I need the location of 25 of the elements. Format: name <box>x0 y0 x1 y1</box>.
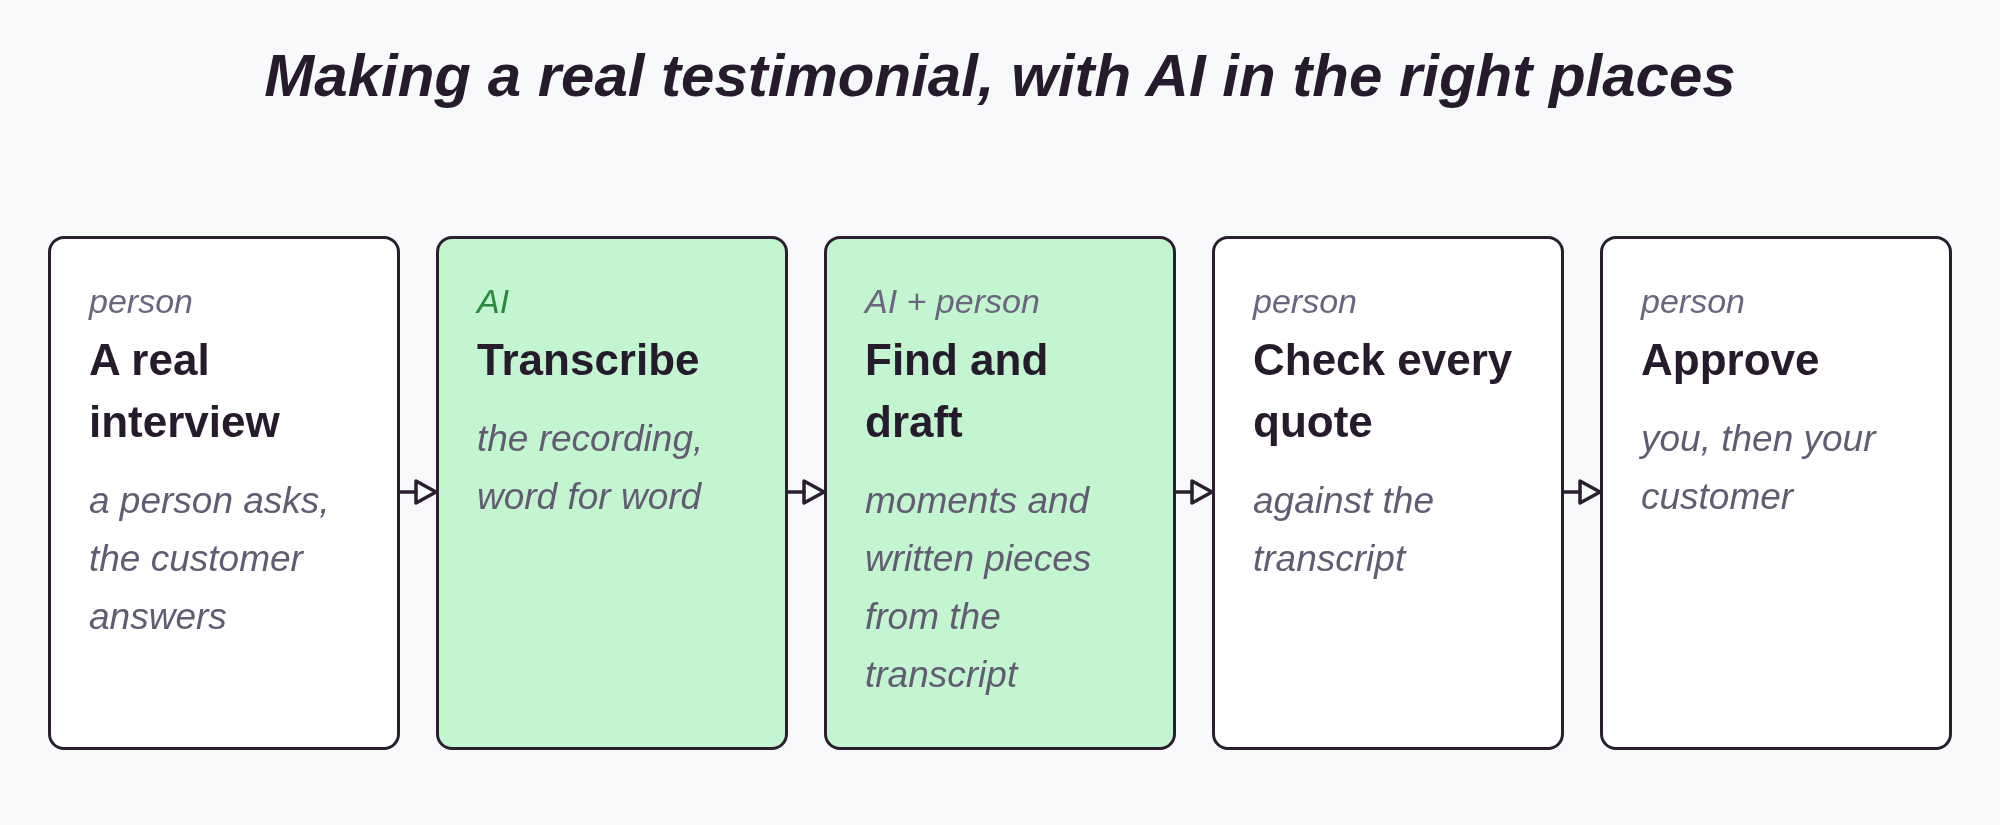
step-description: you, then your customer <box>1641 417 1878 519</box>
step-card <box>48 236 400 750</box>
step-description: moments and written pieces from the transcript <box>865 479 1093 697</box>
step-heading: A real interview <box>89 334 281 448</box>
arrow <box>1174 479 1214 505</box>
step-heading: Transcribe <box>477 334 700 386</box>
step-heading: Find and draft <box>865 334 1050 448</box>
step-description: a person asks, the customer answers <box>89 479 331 639</box>
step-heading: Check every quote <box>1253 334 1514 448</box>
step-description: the recording, word for word <box>477 417 705 519</box>
step-card <box>1212 236 1564 750</box>
role-label: person <box>1641 281 1745 321</box>
step-description: against the transcript <box>1253 479 1436 581</box>
step-card <box>824 236 1176 750</box>
arrow <box>786 479 826 505</box>
role-label: AI <box>477 281 510 321</box>
step-card <box>436 236 788 750</box>
arrow <box>1562 479 1602 505</box>
role-label: AI + person <box>865 281 1040 321</box>
step-card <box>1600 236 1952 750</box>
diagram-title: Making a real testimonial, with AI in the right places <box>264 41 1736 111</box>
arrow <box>398 479 438 505</box>
role-label: person <box>1253 281 1357 321</box>
step-heading: Approve <box>1641 334 1820 386</box>
role-label: person <box>89 281 193 321</box>
